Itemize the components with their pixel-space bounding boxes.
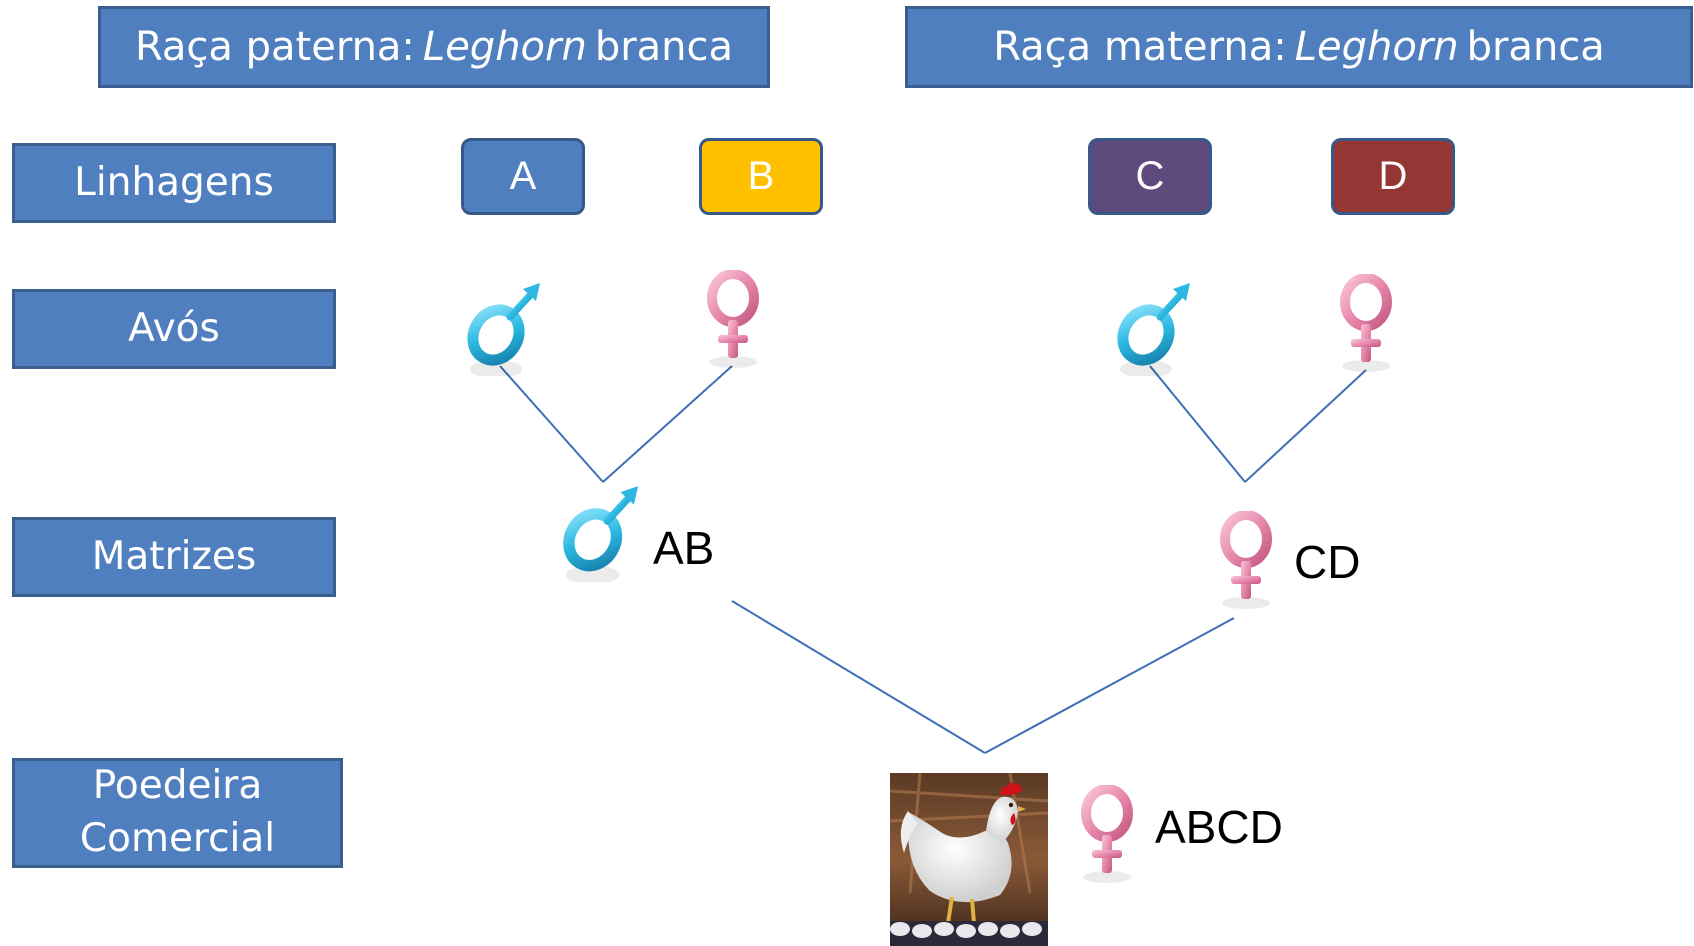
lineage-a: A (461, 138, 585, 215)
maternal-breed: Leghorn (1294, 24, 1459, 70)
lineage-b: B (699, 138, 823, 215)
connector-ab (731, 600, 986, 754)
row-label-avos: Avós (12, 289, 336, 369)
row-label-comercial: Comercial (79, 816, 276, 861)
row-label-poedeira: Poedeira (92, 763, 263, 809)
white-hen-photo (890, 773, 1048, 946)
maternal-breed-header: Raça materna: Leghorn branca (905, 6, 1693, 88)
maternal-prefix: Raça materna: (993, 24, 1287, 70)
paternal-breed-header: Raça paterna: Leghorn branca (98, 6, 770, 88)
row-label-poedeira-comercial: Poedeira Comercial (12, 758, 343, 868)
connector-avo-d (1244, 369, 1367, 483)
cross-label-abcd: ABCD (1155, 801, 1283, 853)
male-icon-avo-a (466, 281, 546, 376)
female-icon-matriz-cd (1218, 511, 1278, 611)
female-icon-avo-b (705, 270, 765, 370)
cross-label-cd: CD (1294, 536, 1361, 588)
paternal-suffix: branca (594, 24, 734, 70)
connector-avo-a (499, 365, 604, 483)
lineage-c: C (1088, 138, 1212, 215)
connector-avo-c (1149, 365, 1246, 483)
cross-label-ab: AB (653, 522, 715, 574)
connector-cd (984, 617, 1235, 754)
female-icon-poedeira (1079, 785, 1139, 885)
connector-avo-b (602, 365, 733, 483)
row-label-linhagens: Linhagens (12, 143, 336, 223)
paternal-breed: Leghorn (422, 24, 587, 70)
male-icon-avo-c (1116, 281, 1196, 376)
row-label-matrizes: Matrizes (12, 517, 336, 597)
male-icon-matriz-ab (561, 484, 645, 582)
maternal-suffix: branca (1466, 24, 1605, 70)
paternal-prefix: Raça paterna: (134, 24, 415, 70)
female-icon-avo-d (1338, 274, 1398, 374)
lineage-d: D (1331, 138, 1455, 215)
